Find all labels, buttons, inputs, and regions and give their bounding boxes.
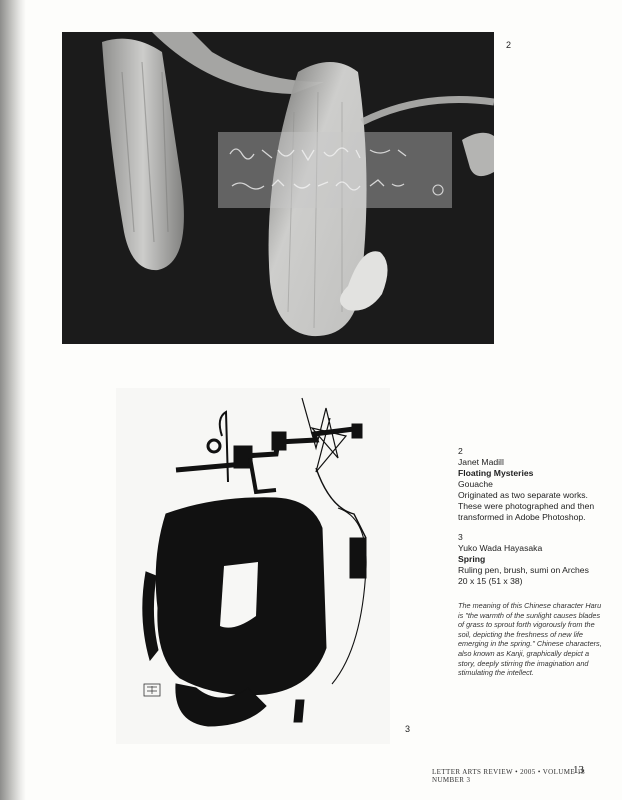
caption-2-title: Floating Mysteries [458,468,534,478]
figure-2-number: 2 [506,40,512,50]
caption-3-number: 3 [458,532,463,542]
caption-3-description: The meaning of this Chinese character Ha… [458,601,602,678]
running-footer: LETTER ARTS REVIEW • 2005 • VOLUME 18 NU… [432,768,585,784]
figure-3-artwork [116,388,390,744]
page-gutter-shadow [0,0,26,800]
page-number: 13 [573,764,584,776]
caption-block: 2 Janet Madill Floating Mysteries Gouach… [458,446,608,678]
figure-2-artwork [62,32,494,344]
caption-2-medium: Gouache [458,479,493,489]
caption-3-dimensions: 20 x 15 (51 x 38) [458,576,523,586]
caption-3-artist: Yuko Wada Hayasaka [458,543,543,553]
caption-3-title: Spring [458,554,486,564]
caption-2-notes: Originated as two separate works. These … [458,490,595,522]
caption-2-number: 2 [458,446,463,456]
caption-3-medium: Ruling pen, brush, sumi on Arches [458,565,589,575]
figure-3-number: 3 [405,724,411,734]
caption-2-artist: Janet Madill [458,457,504,467]
